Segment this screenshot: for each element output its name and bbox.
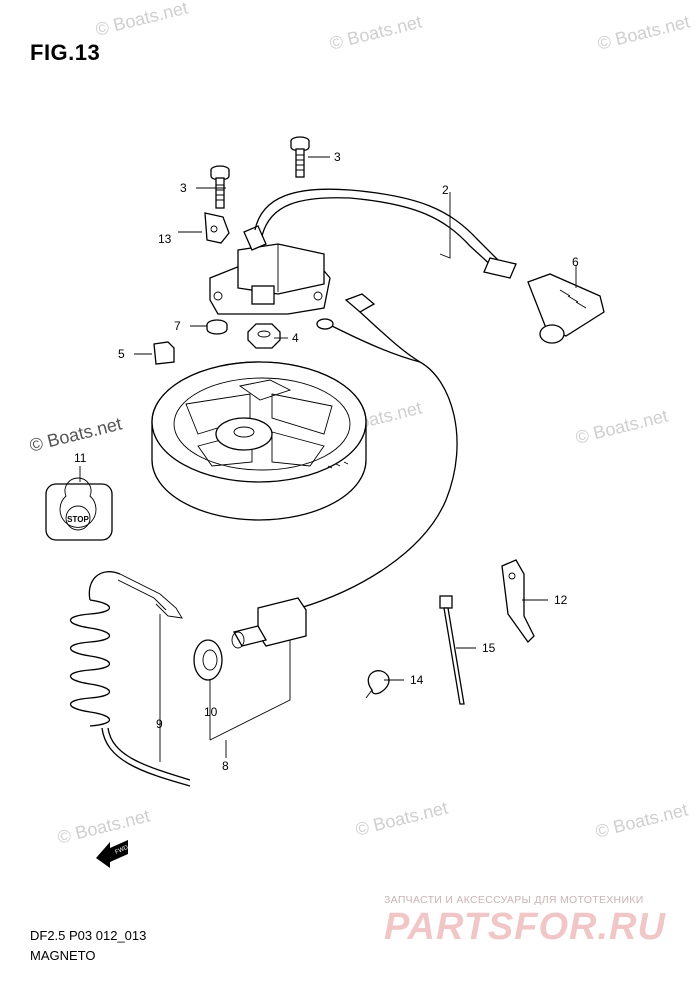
high-tension-cord-part — [254, 188, 517, 279]
grommet-part — [193, 639, 223, 681]
callout-2: 2 — [442, 183, 449, 197]
flywheel-part — [151, 361, 367, 521]
shop-logo: PARTSFOR.RU — [384, 906, 666, 948]
callout-4: 4 — [292, 331, 299, 345]
shop-caption: ЗАПЧАСТИ И АКСЕССУАРЫ ДЛЯ МОТОТЕХНИКИ — [384, 894, 644, 906]
callout-6: 6 — [572, 255, 579, 269]
fwd-label: FWD — [114, 845, 130, 856]
callout-3: 3 — [180, 181, 187, 195]
strap-part — [501, 559, 535, 644]
callout-numbers: 2 3 3 4 5 6 7 8 9 10 11 12 13 14 15 — [74, 150, 579, 773]
bolt-part — [290, 136, 310, 178]
forward-arrow-icon: FWD — [96, 840, 130, 868]
callout-13: 13 — [158, 232, 172, 246]
callout-14: 14 — [410, 673, 424, 687]
leader-lines — [79, 156, 577, 762]
plug-cap-part — [527, 273, 605, 344]
callout-8: 8 — [222, 759, 229, 773]
bracket-part — [204, 212, 230, 244]
lead-wire-part — [299, 293, 458, 609]
stop-switch-body-part — [231, 597, 307, 649]
figure-name: MAGNETO — [30, 948, 96, 963]
stop-label: STOP — [67, 515, 89, 524]
lanyard-cord-part — [69, 571, 191, 787]
callout-15: 15 — [482, 641, 496, 655]
stop-switch-part: STOP — [45, 477, 113, 541]
callout-10: 10 — [204, 705, 218, 719]
callout-3: 3 — [334, 150, 341, 164]
callout-9: 9 — [156, 717, 163, 731]
washer-part — [206, 319, 228, 335]
ignition-coil-part — [209, 225, 331, 315]
callout-5: 5 — [118, 347, 125, 361]
callout-12: 12 — [554, 593, 568, 607]
figure-code: DF2.5 P03 012_013 — [30, 928, 147, 943]
callout-7: 7 — [174, 319, 181, 333]
figure-title: FIG.13 — [30, 40, 101, 65]
key-part — [153, 341, 175, 365]
cable-tie-part — [439, 595, 465, 705]
callout-11: 11 — [74, 451, 87, 465]
clip-part — [365, 670, 390, 699]
nut-part — [247, 323, 281, 349]
bolt-part — [210, 165, 230, 209]
